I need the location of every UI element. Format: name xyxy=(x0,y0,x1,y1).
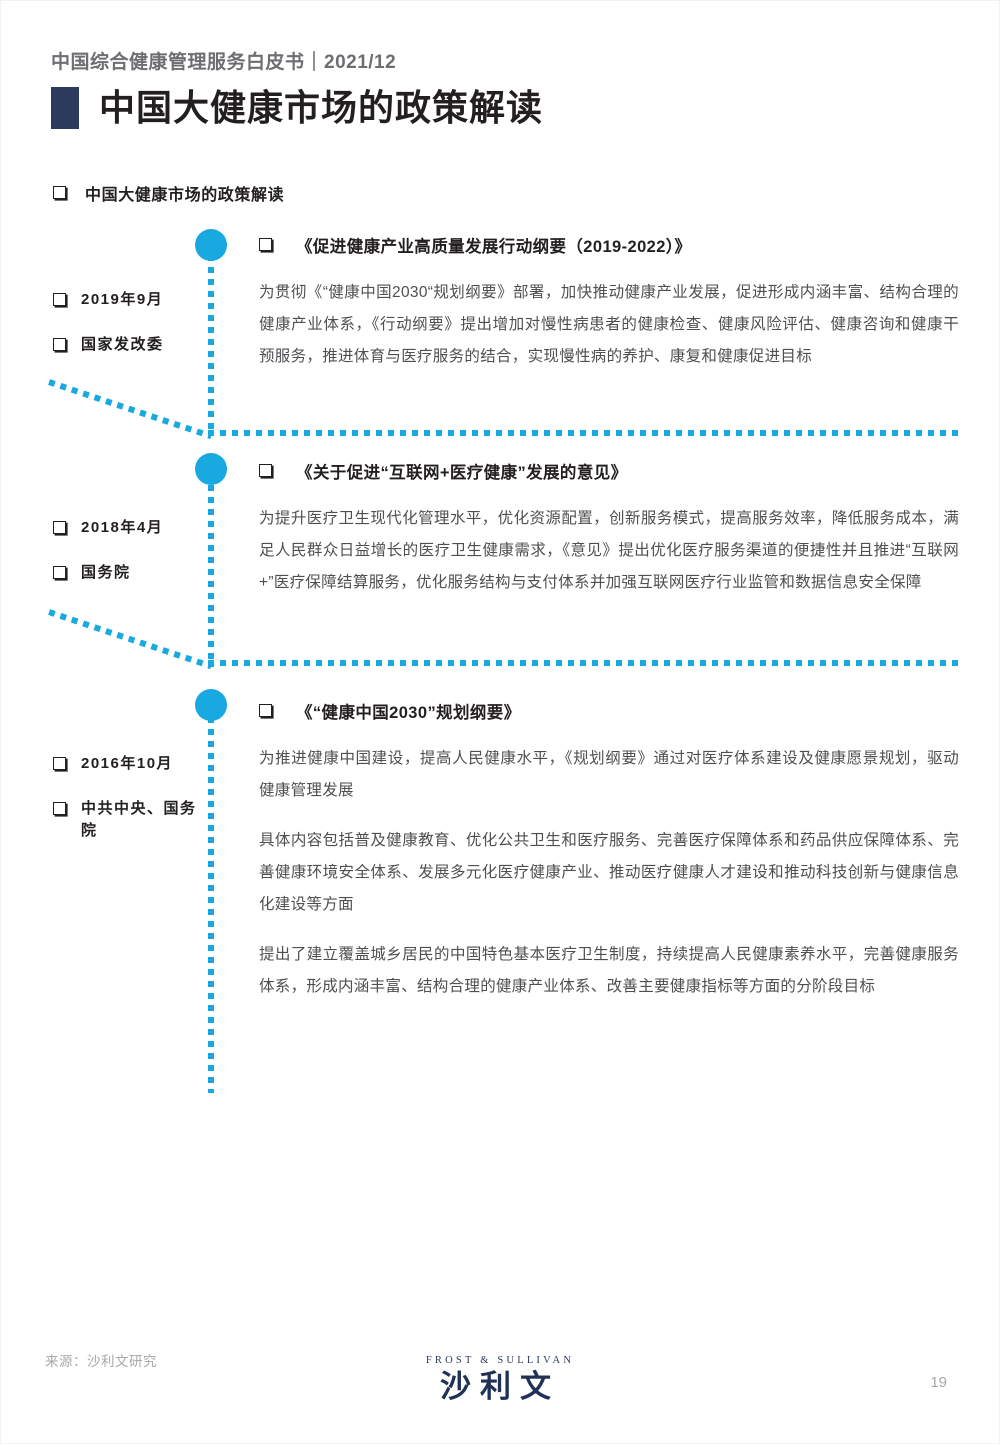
square-bullet-icon xyxy=(53,757,66,770)
section-heading-label: 中国大健康市场的政策解读 xyxy=(85,187,285,204)
policy-block-3: 《“健康中国2030”规划纲要》 为推进健康中国建设，提高人民健康水平，《规划纲… xyxy=(259,699,959,1004)
timeline-issuer-row: 国家发改委 xyxy=(53,334,203,357)
timeline-connector-2 xyxy=(48,609,213,670)
timeline-divider-1 xyxy=(208,430,959,436)
square-bullet-icon xyxy=(259,238,272,251)
square-bullet-icon xyxy=(53,801,66,815)
timeline-issuer: 国务院 xyxy=(81,563,131,581)
timeline-date-row: 2016年10月 xyxy=(53,753,203,776)
policy-block-1: 《促进健康产业高质量发展行动纲要（2019-2022）》 为贯彻《“健康中国20… xyxy=(259,233,959,373)
square-bullet-icon xyxy=(259,704,272,717)
timeline-date: 2016年10月 xyxy=(81,755,174,772)
page-number: 19 xyxy=(930,1374,947,1391)
policy-paragraph: 为贯彻《“健康中国2030“规划纲要》部署，加快推动健康产业发展，促进形成内涵丰… xyxy=(259,284,959,366)
policy-paragraph: 具体内容包括普及健康教育、优化公共卫生和医疗服务、完善医疗保障体系和药品供应保障… xyxy=(259,832,959,914)
square-bullet-icon xyxy=(53,293,66,306)
policy-paragraph: 为推进健康中国建设，提高人民健康水平，《规划纲要》通过对医疗体系建设及健康愿景规… xyxy=(259,750,959,800)
timeline-meta-2: 2018年4月 国务院 xyxy=(53,517,203,606)
timeline-rail-1 xyxy=(208,255,214,435)
section-heading: 中国大健康市场的政策解读 xyxy=(53,181,284,205)
timeline-date-row: 2019年9月 xyxy=(53,289,203,312)
timeline-issuer: 中共中央、国务院 xyxy=(81,799,197,840)
policy-title: 《“健康中国2030”规划纲要》 xyxy=(296,704,521,722)
square-bullet-icon xyxy=(53,565,66,579)
page-title: 中国大健康市场的政策解读 xyxy=(51,87,543,129)
title-marker-icon xyxy=(51,87,79,129)
policy-title: 《促进健康产业高质量发展行动纲要（2019-2022）》 xyxy=(296,238,692,256)
document-kicker: 中国综合健康管理服务白皮书｜2021/12 xyxy=(51,52,397,73)
timeline-divider-2 xyxy=(208,660,959,666)
policy-title-row: 《“健康中国2030”规划纲要》 xyxy=(259,699,959,723)
policy-paragraph: 提出了建立覆盖城乡居民的中国特色基本医疗卫生制度，持续提高人民健康素养水平，完善… xyxy=(259,946,959,996)
timeline-date: 2019年9月 xyxy=(81,291,164,308)
page-title-text: 中国大健康市场的政策解读 xyxy=(99,87,544,128)
timeline-connector-1 xyxy=(48,379,213,440)
timeline-rail-3 xyxy=(208,717,214,1093)
timeline-meta-1: 2019年9月 国家发改委 xyxy=(53,289,203,378)
square-bullet-icon xyxy=(53,521,66,534)
timeline-marker-1 xyxy=(195,229,227,261)
policy-title: 《关于促进“互联网+医疗健康”发展的意见》 xyxy=(296,464,628,482)
timeline-issuer-row: 中共中央、国务院 xyxy=(53,798,203,843)
logo-chinese-text: 沙利文 xyxy=(440,1368,560,1404)
policy-block-2: 《关于促进“互联网+医疗健康”发展的意见》 为提升医疗卫生现代化管理水平，优化资… xyxy=(259,459,959,599)
timeline-rail-2 xyxy=(208,485,214,667)
timeline-issuer-row: 国务院 xyxy=(53,562,203,585)
timeline-date: 2018年4月 xyxy=(81,519,164,536)
timeline-issuer: 国家发改委 xyxy=(81,335,164,353)
logo-english-text: FROST & SULLIVAN xyxy=(425,1355,575,1366)
square-bullet-icon xyxy=(53,186,66,199)
policy-title-row: 《促进健康产业高质量发展行动纲要（2019-2022）》 xyxy=(259,233,959,257)
square-bullet-icon xyxy=(53,337,66,351)
timeline-marker-3 xyxy=(195,689,227,721)
square-bullet-icon xyxy=(259,464,272,477)
frost-sullivan-logo: FROST & SULLIVAN 沙利文 xyxy=(1,1355,999,1404)
timeline-marker-2 xyxy=(195,453,227,485)
source-note: 来源：沙利文研究 xyxy=(45,1354,157,1369)
policy-paragraph: 为提升医疗卫生现代化管理水平，优化资源配置，创新服务模式，提高服务效率，降低服务… xyxy=(259,510,959,592)
timeline-meta-3: 2016年10月 中共中央、国务院 xyxy=(53,753,203,865)
timeline-date-row: 2018年4月 xyxy=(53,517,203,540)
policy-title-row: 《关于促进“互联网+医疗健康”发展的意见》 xyxy=(259,459,959,483)
